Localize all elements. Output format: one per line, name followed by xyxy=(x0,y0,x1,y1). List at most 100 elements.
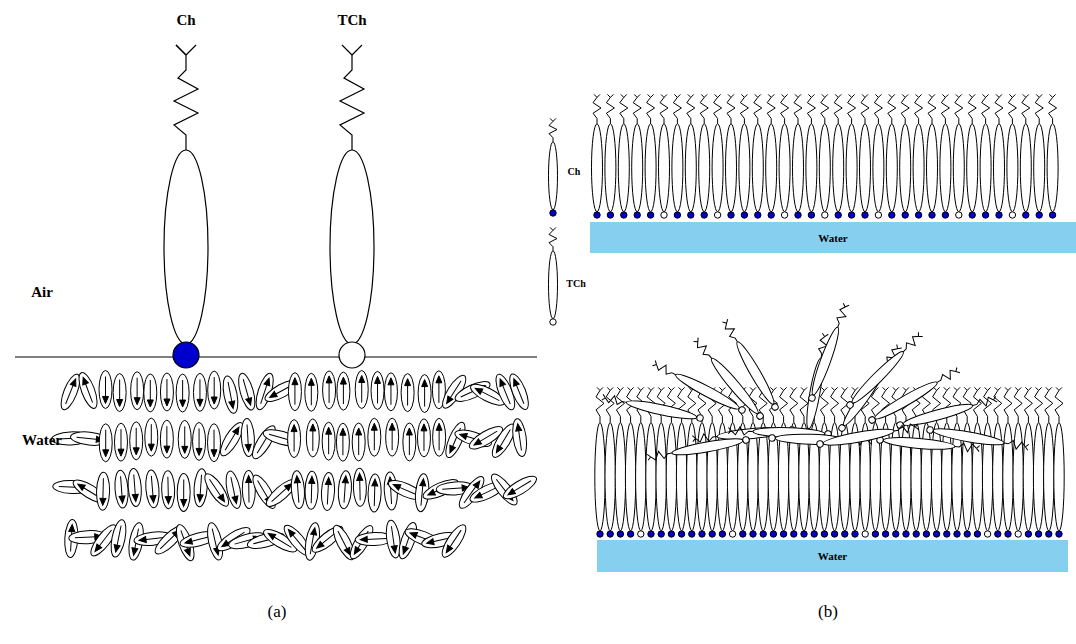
stroke xyxy=(258,481,269,500)
stroke xyxy=(343,382,344,404)
stroke xyxy=(406,428,412,435)
head-group xyxy=(607,212,613,218)
tail xyxy=(1004,390,1012,422)
phase-label: Air xyxy=(31,284,53,301)
molecule xyxy=(860,387,870,537)
molecule xyxy=(840,387,850,537)
tail xyxy=(955,97,963,123)
stroke xyxy=(405,379,411,386)
stroke xyxy=(502,384,510,404)
head-group xyxy=(1049,212,1055,218)
stroke xyxy=(368,418,381,456)
head-group xyxy=(831,531,837,537)
molecule xyxy=(873,94,884,218)
tail xyxy=(996,94,1002,97)
stroke xyxy=(409,433,410,455)
stroke xyxy=(421,484,423,506)
tail xyxy=(821,97,829,123)
stroke xyxy=(166,379,167,401)
stroke xyxy=(494,445,503,454)
stroke xyxy=(328,432,329,454)
molecule xyxy=(647,435,750,463)
tail xyxy=(755,94,761,97)
tail xyxy=(593,97,601,123)
stroke xyxy=(119,380,120,402)
stroke xyxy=(375,376,381,383)
water-dipole xyxy=(193,373,206,411)
stroke xyxy=(400,546,408,555)
stroke xyxy=(297,481,299,503)
stroke xyxy=(103,450,109,457)
steroid-body xyxy=(676,423,686,531)
molecule xyxy=(549,118,558,216)
stroke xyxy=(352,423,365,461)
tail xyxy=(874,97,882,123)
stroke xyxy=(184,426,185,448)
stroke xyxy=(105,376,106,398)
stroke xyxy=(426,539,434,546)
water-dipole xyxy=(323,371,336,409)
stroke xyxy=(197,494,203,501)
stroke xyxy=(290,470,306,509)
head-group xyxy=(808,212,814,218)
tail xyxy=(822,94,828,97)
legend-text: Ch xyxy=(568,166,581,177)
head-group xyxy=(835,212,841,218)
steroid-body xyxy=(712,124,723,212)
stroke xyxy=(181,499,187,506)
stroke xyxy=(377,381,378,403)
stroke xyxy=(308,378,314,385)
molecule xyxy=(993,387,1003,537)
head-group xyxy=(852,531,858,537)
tail xyxy=(1056,387,1062,390)
tail xyxy=(985,387,991,390)
stroke xyxy=(358,433,359,455)
molecule xyxy=(645,94,656,218)
water-dipole xyxy=(288,420,301,458)
steroid-body xyxy=(625,423,635,531)
tail xyxy=(617,387,623,390)
head-group xyxy=(678,531,684,537)
stroke xyxy=(200,475,202,497)
head-group xyxy=(689,531,695,537)
tail xyxy=(628,387,634,390)
head-group xyxy=(173,342,199,368)
water-dipole xyxy=(337,372,350,410)
water-dipole xyxy=(144,374,157,412)
tail xyxy=(893,423,916,435)
tail xyxy=(848,97,856,123)
tail xyxy=(652,360,657,367)
stroke xyxy=(147,400,153,407)
stroke xyxy=(438,381,439,403)
molecule xyxy=(592,94,603,218)
tail xyxy=(1025,387,1031,390)
steroid-body xyxy=(808,326,842,397)
stroke xyxy=(121,476,123,498)
water-dipole xyxy=(368,418,381,456)
water-dipole xyxy=(176,374,189,412)
molecule xyxy=(953,94,964,218)
molecule xyxy=(738,387,748,537)
steroid-body xyxy=(739,124,750,212)
head-group xyxy=(816,440,823,447)
steroid-body xyxy=(994,124,1005,212)
molecule xyxy=(900,94,911,218)
head-group xyxy=(996,212,1002,218)
stroke xyxy=(133,448,139,455)
panel-label: (b) xyxy=(818,602,838,622)
water-dipole xyxy=(506,372,532,412)
water-dipole xyxy=(371,371,384,409)
tail xyxy=(701,94,707,97)
tail xyxy=(964,387,970,390)
tail xyxy=(944,387,950,390)
tail xyxy=(700,97,708,123)
molecule xyxy=(615,387,625,537)
head-group xyxy=(750,531,756,537)
stroke xyxy=(433,418,446,456)
water-dipole xyxy=(288,373,301,411)
tail xyxy=(954,387,960,390)
stroke xyxy=(160,420,173,458)
steroid-body xyxy=(940,124,951,212)
stroke xyxy=(180,400,186,407)
stroke xyxy=(164,446,170,453)
